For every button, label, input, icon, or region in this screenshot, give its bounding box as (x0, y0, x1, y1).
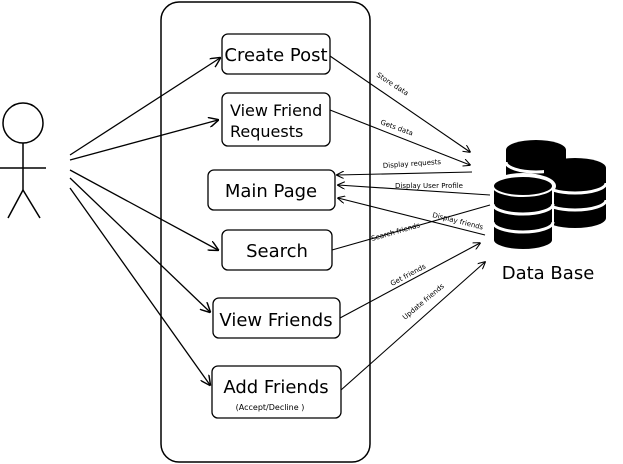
use-case-main-page-label: Main Page (225, 181, 317, 202)
system-boundary (160, 1, 371, 463)
use-case-create-post-label: Create Post (224, 45, 327, 66)
stick-figure-user-icon (0, 102, 46, 219)
arrow-actor-add-friends (69, 187, 210, 385)
arrow-database-main-page-requests (337, 172, 473, 175)
edge-label-search-friends: Search friends (370, 221, 421, 243)
use-case-add-friends-label: Add Friends (223, 377, 328, 398)
edge-label-display-requests: Display requests (383, 158, 442, 170)
use-case-create-post-box[interactable] (221, 33, 331, 75)
use-case-main-page-box[interactable] (207, 169, 336, 211)
arrow-database-main-page-profile (338, 185, 491, 196)
actor-associations (69, 58, 220, 385)
edge-label-store-data: Store data (375, 71, 410, 98)
arrow-view-friends-database (339, 243, 480, 319)
arrow-view-friend-requests-database (329, 109, 470, 165)
database-label: Data Base (502, 263, 595, 284)
arrow-actor-create-post (69, 58, 220, 156)
use-case-view-friend-requests-label-line1: View Friend (230, 101, 322, 120)
edge-label-get-friends: Get friends (389, 262, 427, 287)
database-icon (490, 140, 608, 251)
use-case-add-friends-box[interactable] (211, 365, 342, 419)
edge-label-update-friends: Update friends (401, 282, 446, 322)
arrow-database-main-page-friends (338, 198, 486, 236)
use-case-search-label: Search (246, 241, 308, 262)
arrow-actor-search (69, 169, 218, 250)
arrow-create-post-database (329, 55, 470, 152)
arrow-actor-view-friends (69, 177, 210, 312)
line-search-database (331, 204, 491, 251)
use-case-add-friends-sublabel: (Accept/Decline ) (236, 403, 305, 412)
use-case-view-friend-requests-label-line2: Requests (230, 122, 303, 141)
use-case-view-friends-label: View Friends (219, 310, 332, 331)
edge-label-gets-data: Gets data (379, 118, 414, 137)
database-associations (329, 55, 491, 391)
use-case-view-friend-requests-box[interactable] (221, 92, 331, 147)
edge-label-display-user-profile: Display User Profile (395, 182, 463, 190)
arrow-add-friends-database (340, 262, 485, 391)
arrow-actor-view-friend-requests (69, 120, 218, 161)
